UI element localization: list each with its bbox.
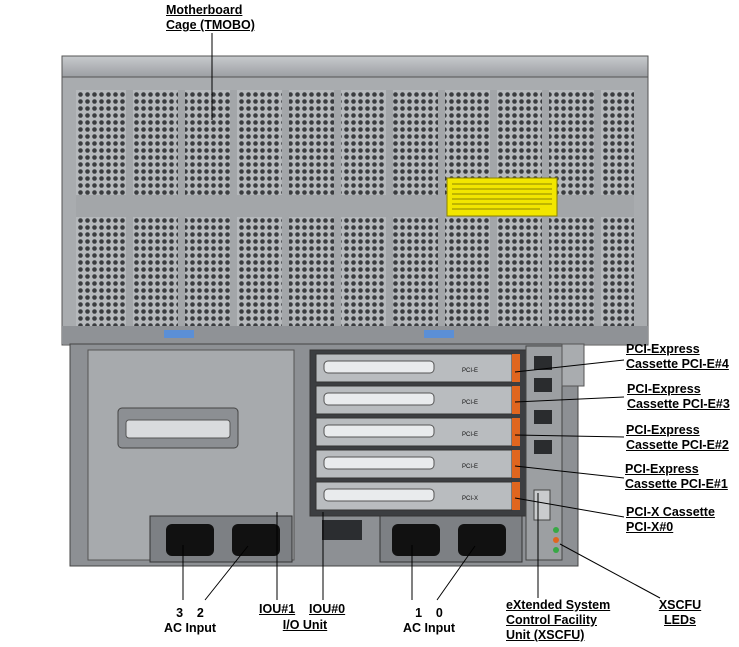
xscfu-led [553,547,559,553]
cassette-tag: PCI-E [462,432,478,438]
iou0-cassette-area: PCI-E PCI-E PCI-E PCI-E PCI-X [309,349,527,517]
label-pcie2: PCI-Express Cassette PCI-E#2 [626,423,729,452]
top-lid [61,55,649,79]
cassette-tag: PCI-X [462,496,478,502]
label-ac-input-left: 3 2 AC Input [163,606,217,635]
label-pcie4: PCI-Express Cassette PCI-E#4 [626,342,729,371]
label-iou0: IOU#0 [309,602,346,616]
cassette-tag: PCI-E [462,464,478,470]
xscfu-led [553,527,559,533]
xscfu-module [525,345,563,561]
label-pcix0: PCI-X Cassette PCI-X#0 [626,505,715,534]
label-xscfu-leds: XSCFU LEDs [658,598,702,627]
power-inlets [149,515,523,563]
side-flange [561,343,585,387]
label-pcie1: PCI-Express Cassette PCI-E#1 [625,462,728,491]
cassette-tag: PCI-E [462,368,478,374]
pci-cassettes [315,353,520,511]
cassette-tag: PCI-E [462,400,478,406]
callout-lines [182,33,661,601]
xscfu-led [553,537,559,543]
label-motherboard-cage: Motherboard Cage (TMOBO) [166,3,255,32]
label-pcie3: PCI-Express Cassette PCI-E#3 [627,382,730,411]
motherboard-cage [61,76,649,346]
label-xscfu: eXtended System Control Facility Unit (X… [506,598,611,642]
label-io-unit: I/O Unit [282,618,328,632]
label-iou1: IOU#1 [259,602,296,616]
label-ac-input-right: 1 0 AC Input [402,606,456,635]
